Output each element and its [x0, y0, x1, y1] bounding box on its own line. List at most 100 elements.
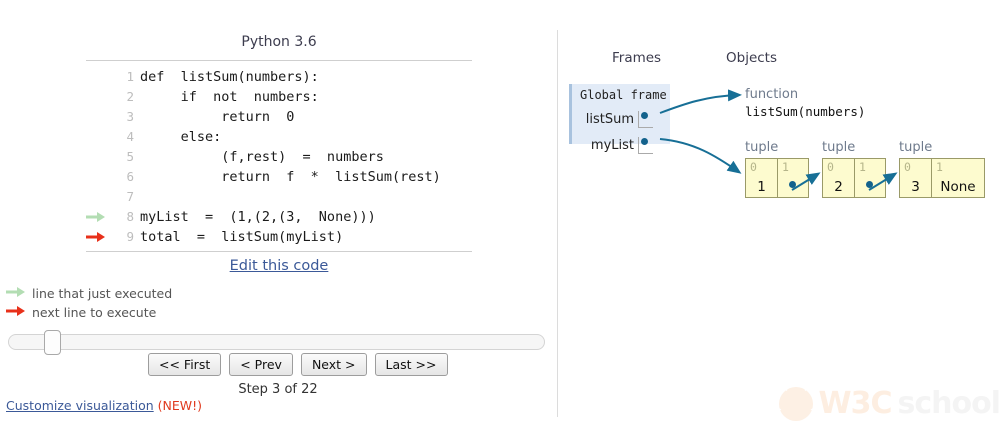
pointer-dot-icon	[641, 138, 648, 145]
line-marker-empty	[86, 167, 108, 187]
new-badge: (NEW!)	[158, 398, 202, 413]
tuple-value: 2	[823, 179, 854, 195]
line-marker-empty	[86, 147, 108, 167]
pointer-dot-icon	[789, 181, 796, 188]
code-line-text: def listSum(numbers):	[140, 67, 319, 87]
prev-button[interactable]: < Prev	[229, 353, 293, 376]
code-line[interactable]: 7	[86, 187, 472, 207]
panel-divider	[557, 30, 558, 417]
legend-label: line that just executed	[32, 286, 172, 301]
w3cschool-logo-icon	[779, 387, 813, 421]
tuple-box-2: 0 3 1 None	[899, 158, 985, 198]
line-number: 1	[108, 67, 140, 87]
variable-name: myList	[572, 138, 634, 153]
last-button[interactable]: Last >>	[375, 353, 448, 376]
next-line-arrow-icon	[86, 227, 108, 247]
code-line-text: (f,rest) = numbers	[140, 147, 384, 167]
tuple-cell: 1 None	[931, 159, 984, 197]
code-line[interactable]: 6 return f * listSum(rest)	[86, 167, 472, 187]
line-marker-empty	[86, 127, 108, 147]
tuple-type-label-1: tuple	[822, 140, 855, 155]
tuple-cell: 0 3	[900, 159, 931, 197]
line-just-executed-arrow-icon	[86, 207, 108, 227]
customize-visualization-row: Customize visualization (NEW!)	[6, 398, 202, 413]
code-line[interactable]: 8myList = (1,(2,(3, None)))	[86, 207, 472, 227]
objects-header: Objects	[726, 50, 777, 66]
frame-variable-listSum[interactable]: listSum	[572, 111, 653, 128]
tuple-box-0: 0 1 1	[745, 158, 809, 198]
step-slider-track[interactable]	[8, 334, 545, 350]
line-number: 2	[108, 87, 140, 107]
tuple-index: 0	[827, 160, 834, 174]
code-line[interactable]: 4 else:	[86, 127, 472, 147]
tuple-cell: 0 2	[823, 159, 854, 197]
navigation-buttons: << First < Prev Next > Last >>	[148, 353, 448, 376]
tuple-cell: 1	[854, 159, 885, 197]
arrow-listSum-to-function	[660, 95, 739, 113]
tuple-index: 0	[904, 160, 911, 174]
line-marker-empty	[86, 67, 108, 87]
code-block: 1def listSum(numbers):2 if not numbers:3…	[86, 60, 472, 252]
code-line-text: else:	[140, 127, 221, 147]
legend-green-arrow-icon	[6, 286, 32, 302]
step-counter: Step 3 of 22	[148, 382, 408, 397]
next-button[interactable]: Next >	[301, 353, 367, 376]
tuple-type-label-2: tuple	[899, 140, 932, 155]
tuple-box-1: 0 2 1	[822, 158, 886, 198]
edit-this-code-container: Edit this code	[86, 258, 472, 274]
line-number: 6	[108, 167, 140, 187]
code-line-text: return 0	[140, 107, 294, 127]
line-number: 8	[108, 207, 140, 227]
tuple-value: None	[932, 179, 984, 195]
line-number: 3	[108, 107, 140, 127]
python-version-label: Python 3.6	[86, 34, 472, 50]
tuple-index: 1	[859, 160, 866, 174]
first-button[interactable]: << First	[148, 353, 221, 376]
tuple-value: 1	[746, 179, 777, 195]
legend-label: next line to execute	[32, 305, 156, 320]
line-number: 7	[108, 187, 140, 207]
code-line-text: myList = (1,(2,(3, None)))	[140, 207, 376, 227]
watermark-primary-text: W3C	[819, 386, 892, 421]
code-line-text: if not numbers:	[140, 87, 319, 107]
line-number: 5	[108, 147, 140, 167]
customize-visualization-link[interactable]: Customize visualization	[6, 398, 154, 413]
tuple-index: 1	[782, 160, 789, 174]
code-line-text: return f * listSum(rest)	[140, 167, 441, 187]
tuple-type-label-0: tuple	[745, 140, 778, 155]
tuple-index: 0	[750, 160, 757, 174]
line-number: 4	[108, 127, 140, 147]
function-type-label: function	[745, 87, 798, 102]
frame-variable-myList[interactable]: myList	[572, 137, 653, 154]
edit-this-code-link[interactable]: Edit this code	[230, 258, 329, 274]
watermark-secondary-text: school	[897, 386, 1000, 421]
line-marker-empty	[86, 107, 108, 127]
variable-pointer-slot	[638, 111, 653, 128]
global-frame-box: Global frame listSum myList	[569, 84, 670, 144]
tuple-index: 1	[936, 160, 943, 174]
tuple-cell: 0 1	[746, 159, 777, 197]
step-slider-handle[interactable]	[44, 330, 61, 355]
arrow-myList-to-tuple0	[660, 139, 739, 172]
code-line[interactable]: 3 return 0	[86, 107, 472, 127]
variable-name: listSum	[572, 112, 634, 127]
code-line[interactable]: 9total = listSum(myList)	[86, 227, 472, 247]
variable-pointer-slot	[638, 137, 653, 154]
execution-legend: line that just executed next line to exec…	[6, 285, 172, 323]
pointer-dot-icon	[641, 112, 648, 119]
code-line-text: total = listSum(myList)	[140, 227, 343, 247]
function-signature: listSum(numbers)	[745, 104, 865, 119]
w3cschool-watermark: W3C school	[779, 386, 1001, 421]
code-line[interactable]: 1def listSum(numbers):	[86, 67, 472, 87]
line-number: 9	[108, 227, 140, 247]
code-line[interactable]: 5 (f,rest) = numbers	[86, 147, 472, 167]
line-marker-empty	[86, 187, 108, 207]
legend-row: line that just executed	[6, 285, 172, 302]
tuple-cell: 1	[777, 159, 808, 197]
line-marker-empty	[86, 87, 108, 107]
pointer-dot-icon	[866, 181, 873, 188]
global-frame-title: Global frame	[580, 88, 667, 102]
tuple-value: 3	[900, 179, 931, 195]
code-line[interactable]: 2 if not numbers:	[86, 87, 472, 107]
frames-header: Frames	[612, 50, 661, 66]
